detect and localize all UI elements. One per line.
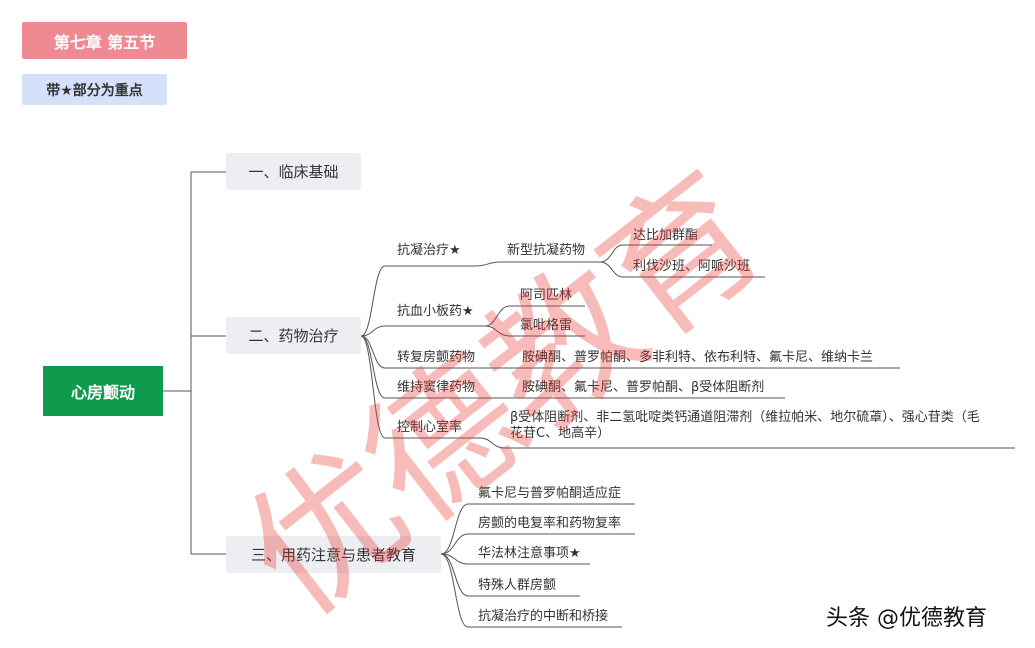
leaf-clopidogrel: 氯吡格雷 [520, 318, 573, 333]
brand-signature: 头条 @优德教育 [826, 606, 987, 631]
root-node: 心房颤动 [43, 366, 163, 416]
branch-clinical-basis: 一、临床基础 [226, 153, 361, 190]
leaf-cardioversion-list: 胺碘酮、普罗帕酮、多非利特、依布利特、氟卡尼、维纳卡兰 [522, 350, 874, 365]
node-warfarin-notes: 华法林注意事项★ [478, 546, 581, 561]
node-novel-anticoagulants: 新型抗凝药物 [507, 243, 586, 258]
leaf-rivaroxaban-apixaban: 利伐沙班、阿哌沙班 [633, 259, 751, 274]
node-cardioversion-rates: 房颤的电复率和药物复率 [478, 516, 622, 531]
node-sinus-rhythm-drugs: 维持窦律药物 [397, 380, 476, 395]
node-flecainide-propafenone: 氟卡尼与普罗帕酮适应症 [478, 486, 622, 501]
node-rate-control: 控制心室率 [397, 420, 463, 435]
node-cardioversion-drugs: 转复房颤药物 [397, 350, 476, 365]
branch-medication-notes: 三、用药注意与患者教育 [226, 536, 441, 573]
node-anticoagulation: 抗凝治疗★ [397, 243, 461, 258]
branch-drug-therapy: 二、药物治疗 [226, 317, 361, 354]
node-special-populations: 特殊人群房颤 [478, 578, 557, 593]
node-bridging: 抗凝治疗的中断和桥接 [478, 609, 609, 624]
key-points-note: 带★部分为重点 [22, 74, 167, 105]
leaf-sinus-rhythm-list: 胺碘酮、氟卡尼、普罗帕酮、β受体阻断剂 [522, 380, 765, 395]
chapter-tag: 第七章 第五节 [22, 22, 187, 59]
leaf-rate-control-list: β受体阻断剂、非二氢吡啶类钙通道阻滞剂（维拉帕米、地尔硫䓬）、强心苷类（毛花苷C… [510, 410, 980, 441]
leaf-dabigatran: 达比加群酯 [633, 228, 699, 243]
node-antiplatelet: 抗血小板药★ [397, 304, 474, 319]
leaf-aspirin: 阿司匹林 [520, 288, 573, 303]
